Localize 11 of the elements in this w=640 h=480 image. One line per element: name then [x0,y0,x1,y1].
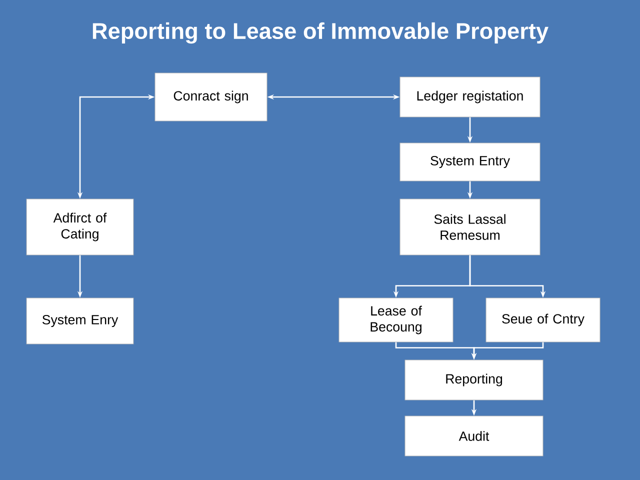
process-box: Lease of Becoung [338,298,454,342]
process-box: Adfirct of Cating [26,198,134,256]
process-box: Saits Lassal Remesum [400,198,540,256]
process-box: Reporting [404,360,544,400]
process-box: Conract sign [154,72,268,122]
process-box: Seue of Cntry [486,298,600,342]
process-box: System Enry [26,298,134,344]
process-box: Ledger registation [400,76,540,118]
process-box: Audit [404,416,544,456]
title: Reporting to Lease of Immovable Property [92,22,548,44]
process-box: System Entry [400,142,540,182]
